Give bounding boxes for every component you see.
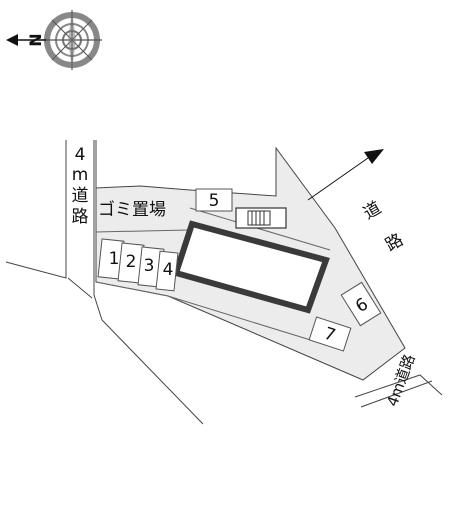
right-road-label-1: 道 — [360, 198, 385, 224]
road-direction-arrow-icon — [307, 149, 384, 201]
north-arrow-icon — [6, 34, 46, 46]
left-road-label-2: m — [72, 165, 89, 185]
svg-text:5: 5 — [209, 191, 220, 211]
stairs-icon — [235, 207, 287, 229]
lot-guide-lines — [95, 207, 331, 347]
left-road-label-3: 道 — [72, 186, 89, 206]
svg-text:2: 2 — [126, 252, 137, 272]
svg-text:4: 4 — [163, 260, 174, 280]
left-road-label-4: 路 — [72, 207, 89, 227]
road-lines — [5, 140, 443, 425]
svg-text:1: 1 — [109, 249, 120, 269]
parking-space-6: 6 — [340, 281, 382, 327]
parking-space-2: 2 — [117, 242, 145, 284]
building — [172, 220, 330, 314]
parking-space-4: 4 — [155, 250, 179, 292]
parking-space-7: 7 — [308, 316, 352, 352]
north-letter: N — [26, 33, 45, 46]
right-road-label-2: 路 — [382, 230, 407, 256]
svg-text:3: 3 — [144, 256, 155, 276]
compass-rose-icon — [42, 10, 102, 70]
left-road-label-1: 4 — [75, 145, 86, 165]
parking-space-5: 5 — [195, 188, 233, 212]
garbage-area-label: ゴミ置場 — [98, 199, 166, 220]
parking-space-1: 1 — [97, 238, 125, 280]
